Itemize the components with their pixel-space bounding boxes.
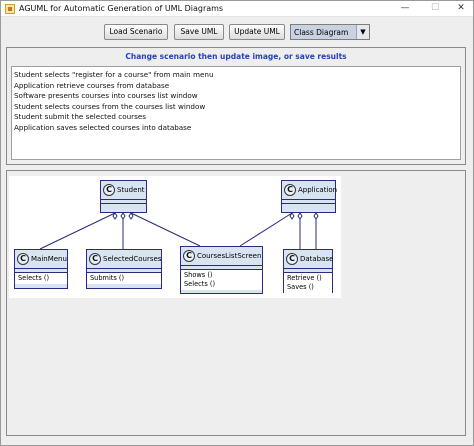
- attributes-compartment: [101, 200, 146, 204]
- attributes-compartment: [87, 269, 161, 273]
- attributes-compartment: [181, 266, 262, 270]
- operations-compartment: Retrieve () Saves (): [284, 273, 332, 293]
- class-header: C MainMenu: [15, 250, 67, 269]
- class-operation: Selects (): [184, 280, 216, 288]
- class-icon: C: [103, 184, 115, 196]
- operations-compartment: Shows () Selects (): [181, 270, 262, 290]
- class-operation: Submits (): [90, 274, 125, 282]
- scenario-line: Student selects courses from the courses…: [14, 101, 206, 111]
- class-name: Application: [298, 186, 338, 194]
- class-header: C Database: [284, 250, 334, 269]
- scenario-panel: Change scenario then update image, or sa…: [6, 47, 466, 165]
- save-uml-button[interactable]: Save UML: [174, 24, 224, 40]
- class-database[interactable]: C Database Retrieve () Saves (): [283, 249, 333, 293]
- class-header: C SelectedCourses: [87, 250, 161, 269]
- scenario-line: Student submit the selected courses: [14, 112, 147, 122]
- attributes-compartment: [15, 269, 67, 273]
- class-header: C Student: [101, 181, 146, 200]
- diagram-type-value: Class Diagram: [294, 28, 349, 37]
- instruction-text: Change scenario then update image, or sa…: [125, 52, 347, 61]
- scenario-line: Student selects "register for a course" …: [14, 70, 214, 79]
- attributes-compartment: [284, 269, 332, 273]
- operations-compartment: Selects (): [15, 273, 67, 284]
- close-icon[interactable]: ✕: [457, 3, 465, 13]
- operations-compartment: Submits (): [87, 273, 161, 284]
- class-student[interactable]: C Student: [100, 180, 147, 213]
- class-application[interactable]: C Application: [281, 180, 338, 213]
- class-operation: Shows (): [184, 271, 213, 279]
- class-operation: Saves (): [287, 283, 314, 291]
- update-uml-button[interactable]: Update UML: [229, 24, 285, 40]
- title-bar[interactable]: AGUML for Automatic Generation of UML Di…: [1, 1, 473, 17]
- class-name: SelectedCourses: [103, 255, 162, 263]
- class-icon: C: [284, 184, 296, 196]
- class-header: C CoursesListScreen: [181, 247, 262, 266]
- scenario-line: Software presents courses into courses l…: [14, 91, 198, 101]
- app-icon: [5, 4, 15, 14]
- chevron-down-icon[interactable]: ▼: [356, 25, 369, 39]
- class-operation: Retrieve (): [287, 274, 322, 282]
- class-name: Student: [117, 186, 145, 194]
- class-name: MainMenu: [31, 255, 67, 263]
- scenario-line: Application retrieve courses from databa…: [14, 80, 170, 90]
- class-icon: C: [183, 250, 195, 262]
- diagram-type-select[interactable]: Class Diagram ▼: [290, 24, 370, 40]
- minimize-icon[interactable]: —: [400, 3, 410, 13]
- load-scenario-button[interactable]: Load Scenario: [104, 24, 168, 40]
- class-courseslistscreen[interactable]: C CoursesListScreen Shows () Selects (): [180, 246, 263, 294]
- scenario-line: Application saves selected courses into …: [14, 122, 192, 132]
- attributes-compartment: [282, 200, 335, 204]
- class-operation: Selects (): [18, 274, 50, 282]
- scenario-textarea[interactable]: Student selects "register for a course" …: [11, 66, 461, 160]
- class-name: Database: [300, 255, 334, 263]
- class-icon: C: [17, 253, 29, 265]
- class-selectedcourses[interactable]: C SelectedCourses Submits (): [86, 249, 162, 289]
- class-icon: C: [89, 253, 101, 265]
- class-name: CoursesListScreen: [197, 252, 262, 260]
- class-icon: C: [286, 253, 298, 265]
- maximize-icon[interactable]: ☐: [430, 3, 440, 13]
- class-header: C Application: [282, 181, 338, 200]
- window-title: AGUML for Automatic Generation of UML Di…: [19, 4, 224, 13]
- class-mainmenu[interactable]: C MainMenu Selects (): [14, 249, 68, 289]
